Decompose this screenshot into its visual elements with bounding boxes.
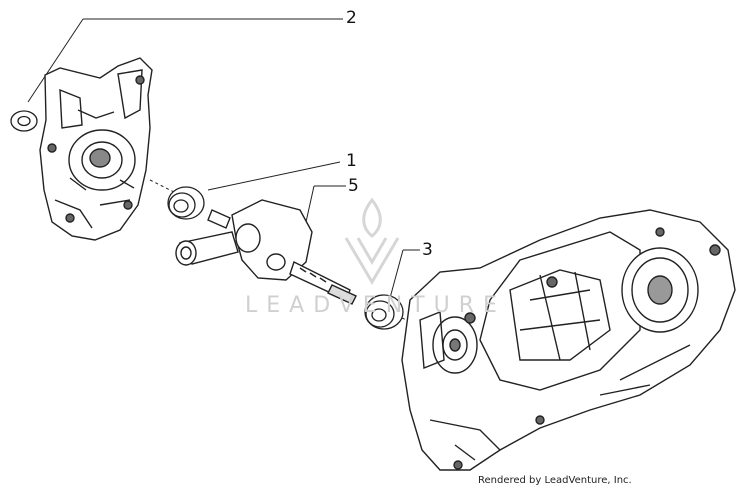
callout-1: 1 [346, 151, 357, 171]
watermark-text: LEADVENTURE [245, 293, 506, 318]
bearing-right [364, 294, 404, 330]
bearing-left [167, 186, 205, 220]
credit-text: Rendered by LeadVenture, Inc. [478, 475, 632, 486]
leader-line-5-down [305, 185, 315, 223]
leader-line-3-down [389, 249, 404, 299]
crankshaft [175, 199, 357, 305]
leader-lines [27, 18, 431, 331]
left-crankcase-half [39, 57, 153, 241]
leader-line-1 [207, 161, 341, 191]
oil-seal [10, 110, 38, 132]
right-crankcase-half [401, 209, 736, 471]
callout-3: 3 [422, 240, 433, 260]
leader-line-2-diag [27, 18, 84, 103]
callout-5: 5 [348, 176, 359, 196]
callout-2: 2 [346, 8, 357, 28]
watermark-logo [344, 197, 400, 285]
